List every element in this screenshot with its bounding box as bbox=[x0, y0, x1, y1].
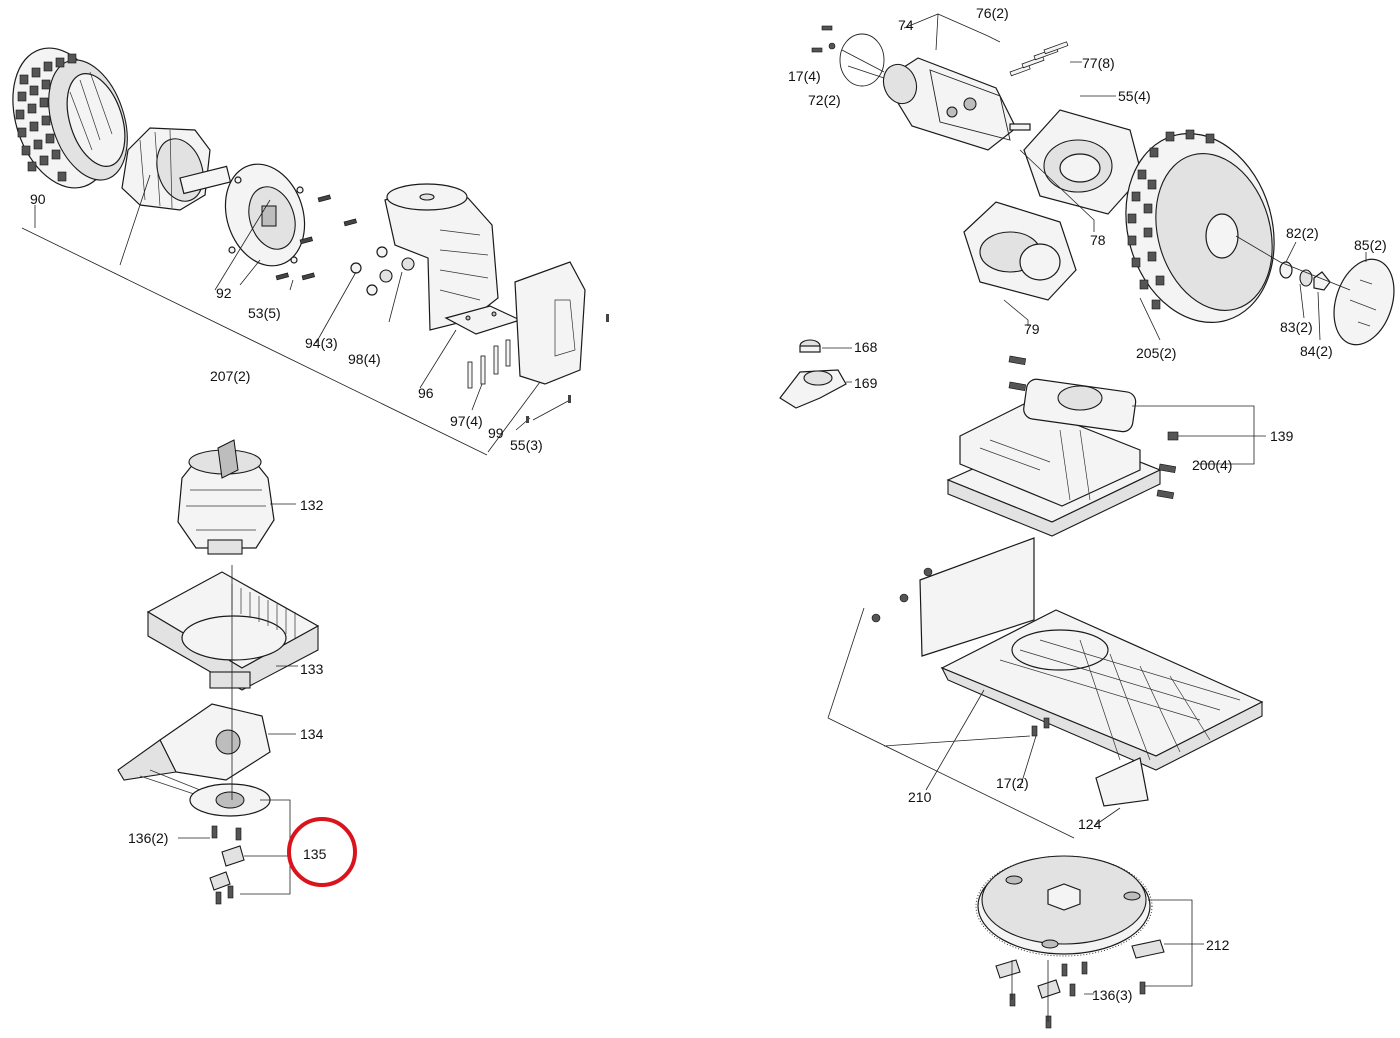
part-77-bolts bbox=[1009, 41, 1069, 77]
label-169: 169 bbox=[854, 375, 878, 391]
label-72: 72(2) bbox=[808, 92, 841, 108]
part-17-screws-small bbox=[871, 567, 1050, 737]
part-74-oring bbox=[839, 33, 885, 87]
part-76-motor bbox=[882, 57, 1031, 151]
part-132-motor bbox=[177, 439, 275, 555]
label-90: 90 bbox=[30, 191, 46, 207]
label-97: 97(4) bbox=[450, 413, 483, 429]
label-94: 94(3) bbox=[305, 335, 338, 351]
part-99-cover bbox=[514, 261, 586, 385]
motor-housing bbox=[384, 183, 499, 331]
part-210-board bbox=[919, 537, 1035, 657]
label-99: 99 bbox=[488, 425, 504, 441]
part-136-screws bbox=[211, 825, 242, 905]
label-98: 98(4) bbox=[348, 351, 381, 367]
drive-motor-assembly bbox=[811, 13, 1395, 346]
label-53: 53(5) bbox=[248, 305, 281, 321]
part-169-hub bbox=[779, 369, 847, 409]
label-85: 85(2) bbox=[1354, 237, 1387, 253]
label-136-right: 136(3) bbox=[1092, 987, 1132, 1003]
part-139-chassis-frame bbox=[946, 378, 1162, 537]
label-135: 135 bbox=[303, 846, 327, 862]
part-labels: 90 92 53(5) 207(2) 94(3) 98(4) 96 97(4) … bbox=[30, 5, 1387, 1003]
wheel-gearbox-assembly bbox=[12, 47, 609, 456]
label-55-right: 55(4) bbox=[1118, 88, 1151, 104]
label-96: 96 bbox=[418, 385, 434, 401]
label-132: 132 bbox=[300, 497, 324, 513]
part-133-heatsink-base bbox=[146, 571, 320, 691]
label-92: 92 bbox=[216, 285, 232, 301]
label-200: 200(4) bbox=[1192, 457, 1232, 473]
label-74: 74 bbox=[898, 17, 914, 33]
label-79: 79 bbox=[1024, 321, 1040, 337]
label-82: 82(2) bbox=[1286, 225, 1319, 241]
highlight-circle bbox=[287, 817, 357, 887]
part-90-tire bbox=[12, 47, 128, 189]
label-78: 78 bbox=[1090, 232, 1106, 248]
part-97-bolts bbox=[467, 339, 511, 389]
label-84: 84(2) bbox=[1300, 343, 1333, 359]
chassis-assembly bbox=[779, 339, 1266, 839]
label-83: 83(2) bbox=[1280, 319, 1313, 335]
part-82-85-hardware bbox=[1279, 258, 1395, 346]
label-139: 139 bbox=[1270, 428, 1294, 444]
part-79-cover bbox=[963, 201, 1077, 301]
label-76: 76(2) bbox=[976, 5, 1009, 21]
cutting-disc-assembly bbox=[975, 855, 1204, 1029]
part-205-tire bbox=[1125, 129, 1275, 323]
label-17-top: 17(4) bbox=[788, 68, 821, 84]
part-212-blades bbox=[995, 939, 1165, 999]
part-124-base-plate bbox=[940, 609, 1264, 807]
part-168-gear bbox=[799, 339, 821, 353]
part-135-blade-disc bbox=[189, 783, 271, 891]
label-17-mid: 17(2) bbox=[996, 775, 1029, 791]
part-78-cover bbox=[1023, 109, 1143, 215]
label-207: 207(2) bbox=[210, 368, 250, 384]
label-55-left: 55(3) bbox=[510, 437, 543, 453]
part-200-bolts bbox=[1008, 355, 1179, 500]
part-17-72-screws bbox=[811, 25, 836, 53]
blade-motor-stack bbox=[117, 439, 320, 905]
label-210: 210 bbox=[908, 789, 932, 805]
gear-hub bbox=[121, 127, 232, 211]
label-124: 124 bbox=[1078, 816, 1102, 832]
label-136-left: 136(2) bbox=[128, 830, 168, 846]
label-134: 134 bbox=[300, 726, 324, 742]
label-212: 212 bbox=[1206, 937, 1230, 953]
label-168: 168 bbox=[854, 339, 878, 355]
label-205: 205(2) bbox=[1136, 345, 1176, 361]
label-77: 77(8) bbox=[1082, 55, 1115, 71]
part-134-blade-holder bbox=[117, 703, 271, 795]
part-53-screws bbox=[275, 194, 357, 281]
part-136-screws-small bbox=[1009, 961, 1146, 1029]
label-133: 133 bbox=[300, 661, 324, 677]
